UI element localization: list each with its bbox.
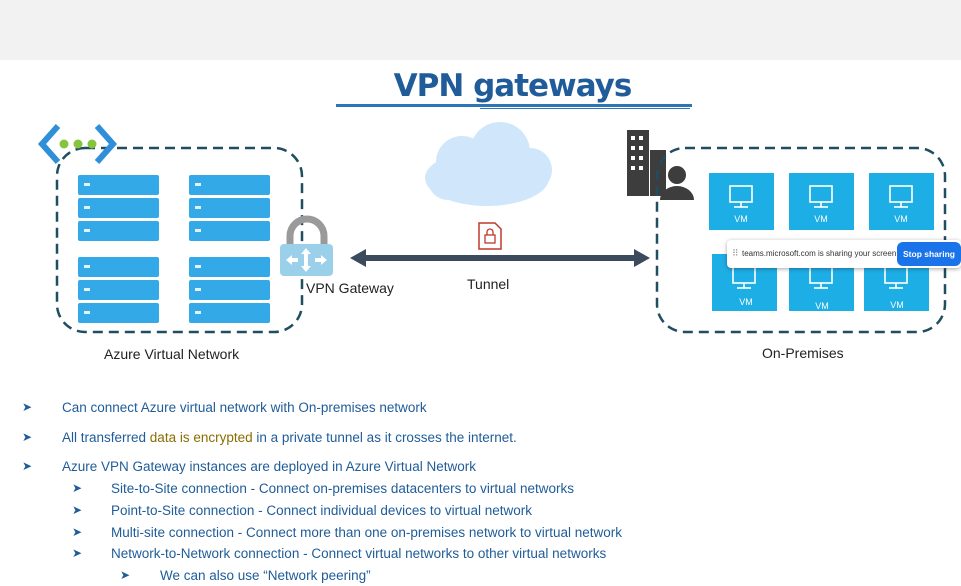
- vm-label-3: VM: [894, 214, 908, 224]
- bullet-arrow-icon: ➤: [72, 503, 83, 517]
- top-bar: [0, 0, 961, 60]
- vm-labels: VM VM VM VM VM VM: [734, 214, 908, 311]
- encryption-icon: [478, 222, 502, 250]
- on-premises-label: On-Premises: [762, 345, 844, 361]
- screen-share-bar: ⠿ teams.microsoft.com is sharing your sc…: [727, 240, 961, 268]
- vpn-gateway-icon: [280, 215, 333, 276]
- bullet-subitem: Point-to-Site connection - Connect indiv…: [111, 503, 532, 518]
- bullet-arrow-icon: ➤: [72, 525, 83, 539]
- bullet-arrow-icon: ➤: [72, 481, 83, 495]
- title-text: VPN gateways: [393, 68, 633, 104]
- tunnel-label: Tunnel: [467, 276, 510, 292]
- bullet-arrow-icon: ➤: [22, 400, 33, 414]
- vnet-icon: [37, 124, 118, 164]
- title-underline-thin: [480, 108, 690, 109]
- bullet-text: in a private tunnel as it crosses the in…: [252, 430, 517, 445]
- building-icon: [627, 130, 694, 200]
- vm-label-6: VM: [890, 300, 904, 310]
- bullet-text: All transferred: [62, 430, 150, 445]
- bullet-subsubitem: We can also use “Network peering”: [160, 568, 371, 583]
- title-underline: [336, 104, 692, 107]
- vm-tiles: [709, 173, 934, 311]
- stop-sharing-button[interactable]: Stop sharing: [897, 242, 961, 266]
- vm-label-4: VM: [739, 297, 753, 307]
- bullet-arrow-icon: ➤: [22, 430, 33, 444]
- bullet-arrow-icon: ➤: [120, 568, 131, 582]
- vm-label-5: VM: [815, 301, 829, 311]
- share-status-text: teams.microsoft.com is sharing your scre…: [742, 249, 899, 258]
- bullet-arrow-icon: ➤: [72, 546, 83, 560]
- slide-title: VPN gateways: [330, 64, 695, 114]
- bullet-subitem: Site-to-Site connection - Connect on-pre…: [111, 481, 574, 496]
- vpn-diagram: VM VM VM VM VM VM: [37, 122, 947, 334]
- server-rack-3: [78, 257, 159, 323]
- bullet-item: All transferred data is encrypted in a p…: [62, 430, 517, 445]
- bullet-item: Can connect Azure virtual network with O…: [62, 400, 427, 415]
- server-leds: [84, 183, 201, 314]
- vpn-gateway-label: VPN Gateway: [306, 280, 394, 296]
- bullet-subitem: Network-to-Network connection - Connect …: [111, 546, 607, 561]
- server-rack-4: [189, 257, 270, 323]
- azure-vnet-box: [55, 146, 304, 334]
- server-rack-1: [78, 175, 159, 241]
- bullet-arrow-icon: ➤: [22, 459, 33, 473]
- vm-label-1: VM: [734, 214, 748, 224]
- internet-cloud: [425, 122, 552, 206]
- bullet-item: Azure VPN Gateway instances are deployed…: [62, 459, 476, 474]
- highlighted-text: data is encrypted: [149, 430, 253, 445]
- server-rack-2: [189, 175, 270, 241]
- vm-label-2: VM: [814, 214, 828, 224]
- bullet-subitem: Multi-site connection - Connect more tha…: [111, 525, 622, 540]
- drag-handle-icon[interactable]: ⠿: [732, 248, 739, 258]
- azure-vnet-label: Azure Virtual Network: [104, 346, 240, 362]
- tunnel-arrow: [350, 249, 650, 267]
- building-windows: [631, 136, 643, 170]
